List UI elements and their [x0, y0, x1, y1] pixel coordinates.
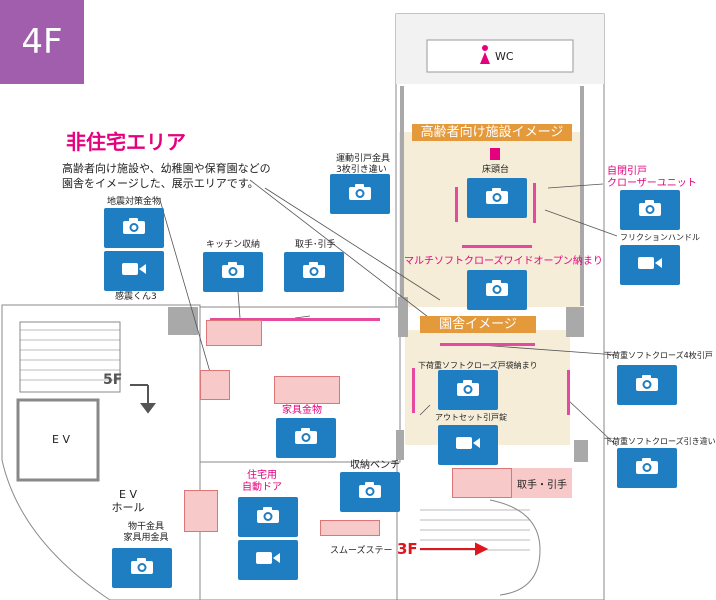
storage-bench-photo-button[interactable]: [340, 472, 400, 512]
camera-icon: [294, 427, 318, 449]
down-load-pocket-label: 下荷重ソフトクローズ戸袋納まり: [418, 361, 538, 370]
laundry-hardware-label: 物干金具 家具用金具: [118, 522, 174, 544]
area-description-line: 園舎をイメージした、展示エリアです。: [62, 177, 259, 190]
self-closing-door-line: クローザーユニット: [607, 178, 697, 189]
door-hardware-photo-button[interactable]: [330, 174, 390, 214]
laundry-hardware-photo-button[interactable]: [112, 548, 172, 588]
quake-video-button[interactable]: [104, 251, 164, 291]
kitchen-storage-label: キッチン収納: [206, 240, 261, 250]
auto-door-label: 住宅用 自動ドア: [240, 470, 284, 494]
ev-label: E V: [52, 433, 70, 446]
wc-label: WC: [495, 49, 514, 63]
video-icon: [455, 435, 481, 455]
multi-soft-close-label: マルチソフトクローズワイドオープン納まり: [404, 256, 603, 267]
ev-hall-label: E V ホール: [110, 488, 146, 514]
video-icon: [121, 261, 147, 281]
storage-cabinet: [184, 490, 218, 532]
camera-icon: [635, 457, 659, 479]
ev-hall-line: ホール: [111, 501, 145, 514]
quake-hardware-label: 地震対策金物: [107, 197, 162, 207]
friction-handle-label: フリクションハンドル: [620, 233, 700, 242]
bedside-table-label: 床頭台: [482, 165, 510, 175]
camera-icon: [456, 379, 480, 401]
laundry-hardware-line: 物干金具: [127, 522, 164, 532]
handle-photo-button[interactable]: [284, 252, 344, 292]
ev-hall-line: E V: [119, 488, 137, 501]
door-hardware-label: 運動引戸金具 3枚引き違い: [336, 154, 391, 176]
camera-icon: [635, 374, 659, 396]
quake-photo-button[interactable]: [104, 208, 164, 248]
elderly-facility-band: 高齢者向け施設イメージ: [412, 124, 572, 141]
downstairs-label: 3F: [397, 540, 418, 558]
bench-block: [452, 468, 512, 498]
area-description: 高齢者向け施設や、幼稚園や保育園などの 園舎をイメージした、展示エリアです。: [62, 161, 271, 191]
friction-handle-video-button[interactable]: [620, 245, 680, 285]
smooth-stay-cabinet: [320, 520, 380, 536]
quake-sensor-label: 感震くん3: [115, 292, 157, 302]
smooth-stay-label: スムーズステー: [330, 546, 393, 556]
video-icon: [255, 550, 281, 570]
camera-icon: [485, 279, 509, 301]
outset-lock-video-button[interactable]: [438, 425, 498, 465]
down-load-sliding-label: 下荷重ソフトクローズ引き違い: [604, 437, 716, 446]
down-load-4-door-photo-button[interactable]: [617, 365, 677, 405]
handle-pull-label: 取手･引手: [295, 240, 336, 250]
kitchen-photo-button[interactable]: [203, 252, 263, 292]
camera-icon: [122, 217, 146, 239]
auto-door-line: 自動ドア: [242, 482, 282, 493]
kitchen-cabinet: [206, 320, 262, 346]
self-closing-photo-button[interactable]: [620, 190, 680, 230]
wc-sign: WC: [477, 44, 514, 68]
auto-door-video-button[interactable]: [238, 540, 298, 580]
quake-cabinet: [200, 370, 230, 400]
door-hardware-line: 3枚引き違い: [336, 165, 387, 175]
down-load-sliding-photo-button[interactable]: [617, 448, 677, 488]
camera-icon: [638, 199, 662, 221]
toilet-icon: [477, 44, 493, 68]
outset-lock-label: アウトセット引戸錠: [435, 413, 507, 422]
self-closing-door-label: 自閉引戸 クローザーユニット: [607, 166, 697, 190]
auto-door-photo-button[interactable]: [238, 497, 298, 537]
furniture-hardware-label: 家具金物: [282, 405, 322, 416]
furniture-unit: [274, 376, 340, 404]
down-load-4-door-label: 下荷重ソフトクローズ4枚引戸: [604, 351, 713, 360]
multi-soft-photo-button[interactable]: [467, 270, 527, 310]
handle-pull-box: 取手・引手: [512, 468, 572, 498]
nursery-band: 園舎イメージ: [420, 316, 536, 333]
camera-icon: [485, 187, 509, 209]
video-icon: [637, 255, 663, 275]
auto-door-line: 住宅用: [247, 470, 277, 481]
self-closing-door-line: 自閉引戸: [607, 166, 647, 177]
storage-bench-label: 収納ベンチ: [350, 460, 400, 471]
camera-icon: [130, 557, 154, 579]
down-load-pocket-photo-button[interactable]: [438, 370, 498, 410]
camera-icon: [348, 183, 372, 205]
camera-icon: [358, 481, 382, 503]
laundry-hardware-line: 家具用金具: [123, 533, 169, 543]
floor-badge: 4F: [0, 0, 84, 84]
area-title: 非住宅エリア: [66, 130, 186, 154]
bedside-photo-button[interactable]: [467, 178, 527, 218]
camera-icon: [221, 261, 245, 283]
furniture-photo-button[interactable]: [276, 418, 336, 458]
door-hardware-line: 運動引戸金具: [336, 154, 391, 164]
camera-icon: [302, 261, 326, 283]
area-description-line: 高齢者向け施設や、幼稚園や保育園などの: [62, 162, 271, 175]
upstairs-label: 5F: [103, 372, 123, 388]
camera-icon: [256, 506, 280, 528]
